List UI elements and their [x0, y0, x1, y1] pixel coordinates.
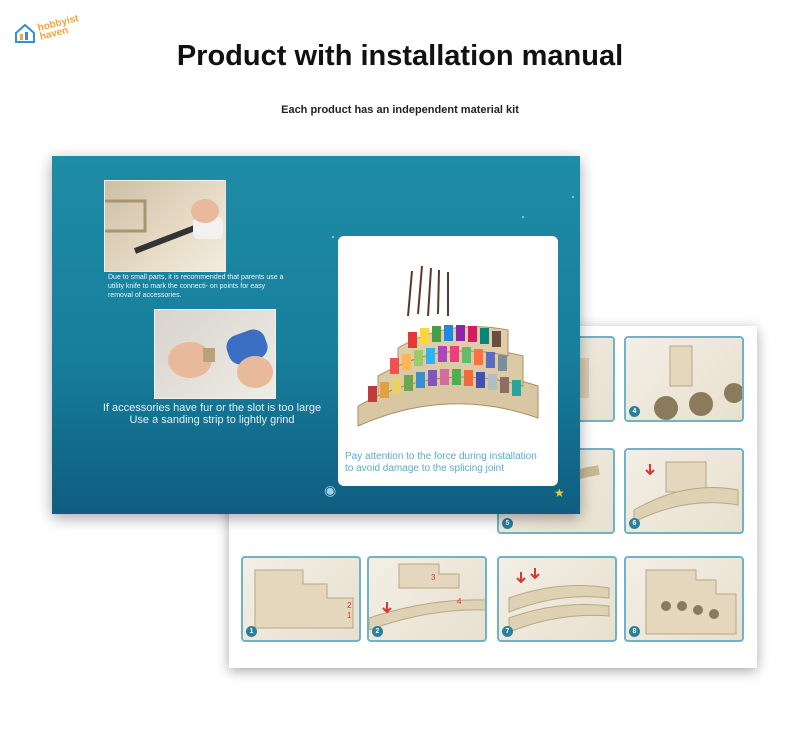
installation-caution-text: Pay attention to the force during instal…: [345, 451, 557, 475]
step-number-badge: 6: [629, 518, 640, 529]
product-photo-panel: Pay attention to the force during instal…: [338, 236, 558, 486]
manual-step-tile-4: 4: [624, 336, 744, 422]
caution-line2: to avoid damage to the splicing joint: [345, 463, 504, 474]
step-number-badge: 5: [502, 518, 513, 529]
page-title: Product with installation manual: [176, 40, 624, 72]
star-icon: ★: [554, 486, 565, 500]
page-subtitle: Each product has an independent material…: [281, 104, 519, 116]
brand-logo: hobbyist haven: [14, 13, 81, 44]
sanding-tip-text: If accessories have fur or the slot is t…: [82, 402, 342, 426]
planet-icon: ◉: [324, 482, 337, 498]
house-logo-icon: [15, 23, 35, 43]
svg-text:2: 2: [347, 601, 352, 610]
manual-step-tile-1: 2 1 1: [241, 556, 361, 642]
manual-step-tile-7: 7: [497, 556, 617, 642]
step-number-badge: 4: [629, 406, 640, 417]
sanding-tip-line1: If accessories have fur or the slot is t…: [102, 402, 322, 414]
sanding-tip-line2: Use a sanding strip to lightly grind: [129, 414, 295, 426]
manual-step-tile-6: 6: [624, 448, 744, 534]
step-number-badge: 1: [246, 626, 257, 637]
manual-step-tile-8: 8: [624, 556, 744, 642]
knife-tip-text: Due to small parts, it is recommended th…: [108, 274, 284, 299]
sanding-photo: [154, 309, 276, 399]
step-number-badge: 7: [502, 626, 513, 637]
instruction-card: Due to small parts, it is recommended th…: [52, 156, 580, 514]
paint-rack-illustration: [357, 265, 539, 427]
sparkle-dot: [522, 216, 524, 218]
sparkle-dot: [332, 236, 334, 238]
logo-wordmark: hobbyist haven: [36, 13, 80, 43]
manual-step-tile-2: 3 4 2: [367, 556, 487, 642]
step-number-badge: 2: [372, 626, 383, 637]
svg-text:1: 1: [347, 611, 352, 620]
caution-line1: Pay attention to the force during instal…: [345, 451, 537, 462]
svg-text:4: 4: [457, 597, 462, 606]
knife-cutting-photo: [104, 180, 226, 272]
sparkle-dot: [572, 196, 574, 198]
svg-text:3: 3: [431, 573, 436, 582]
step-number-badge: 8: [629, 626, 640, 637]
